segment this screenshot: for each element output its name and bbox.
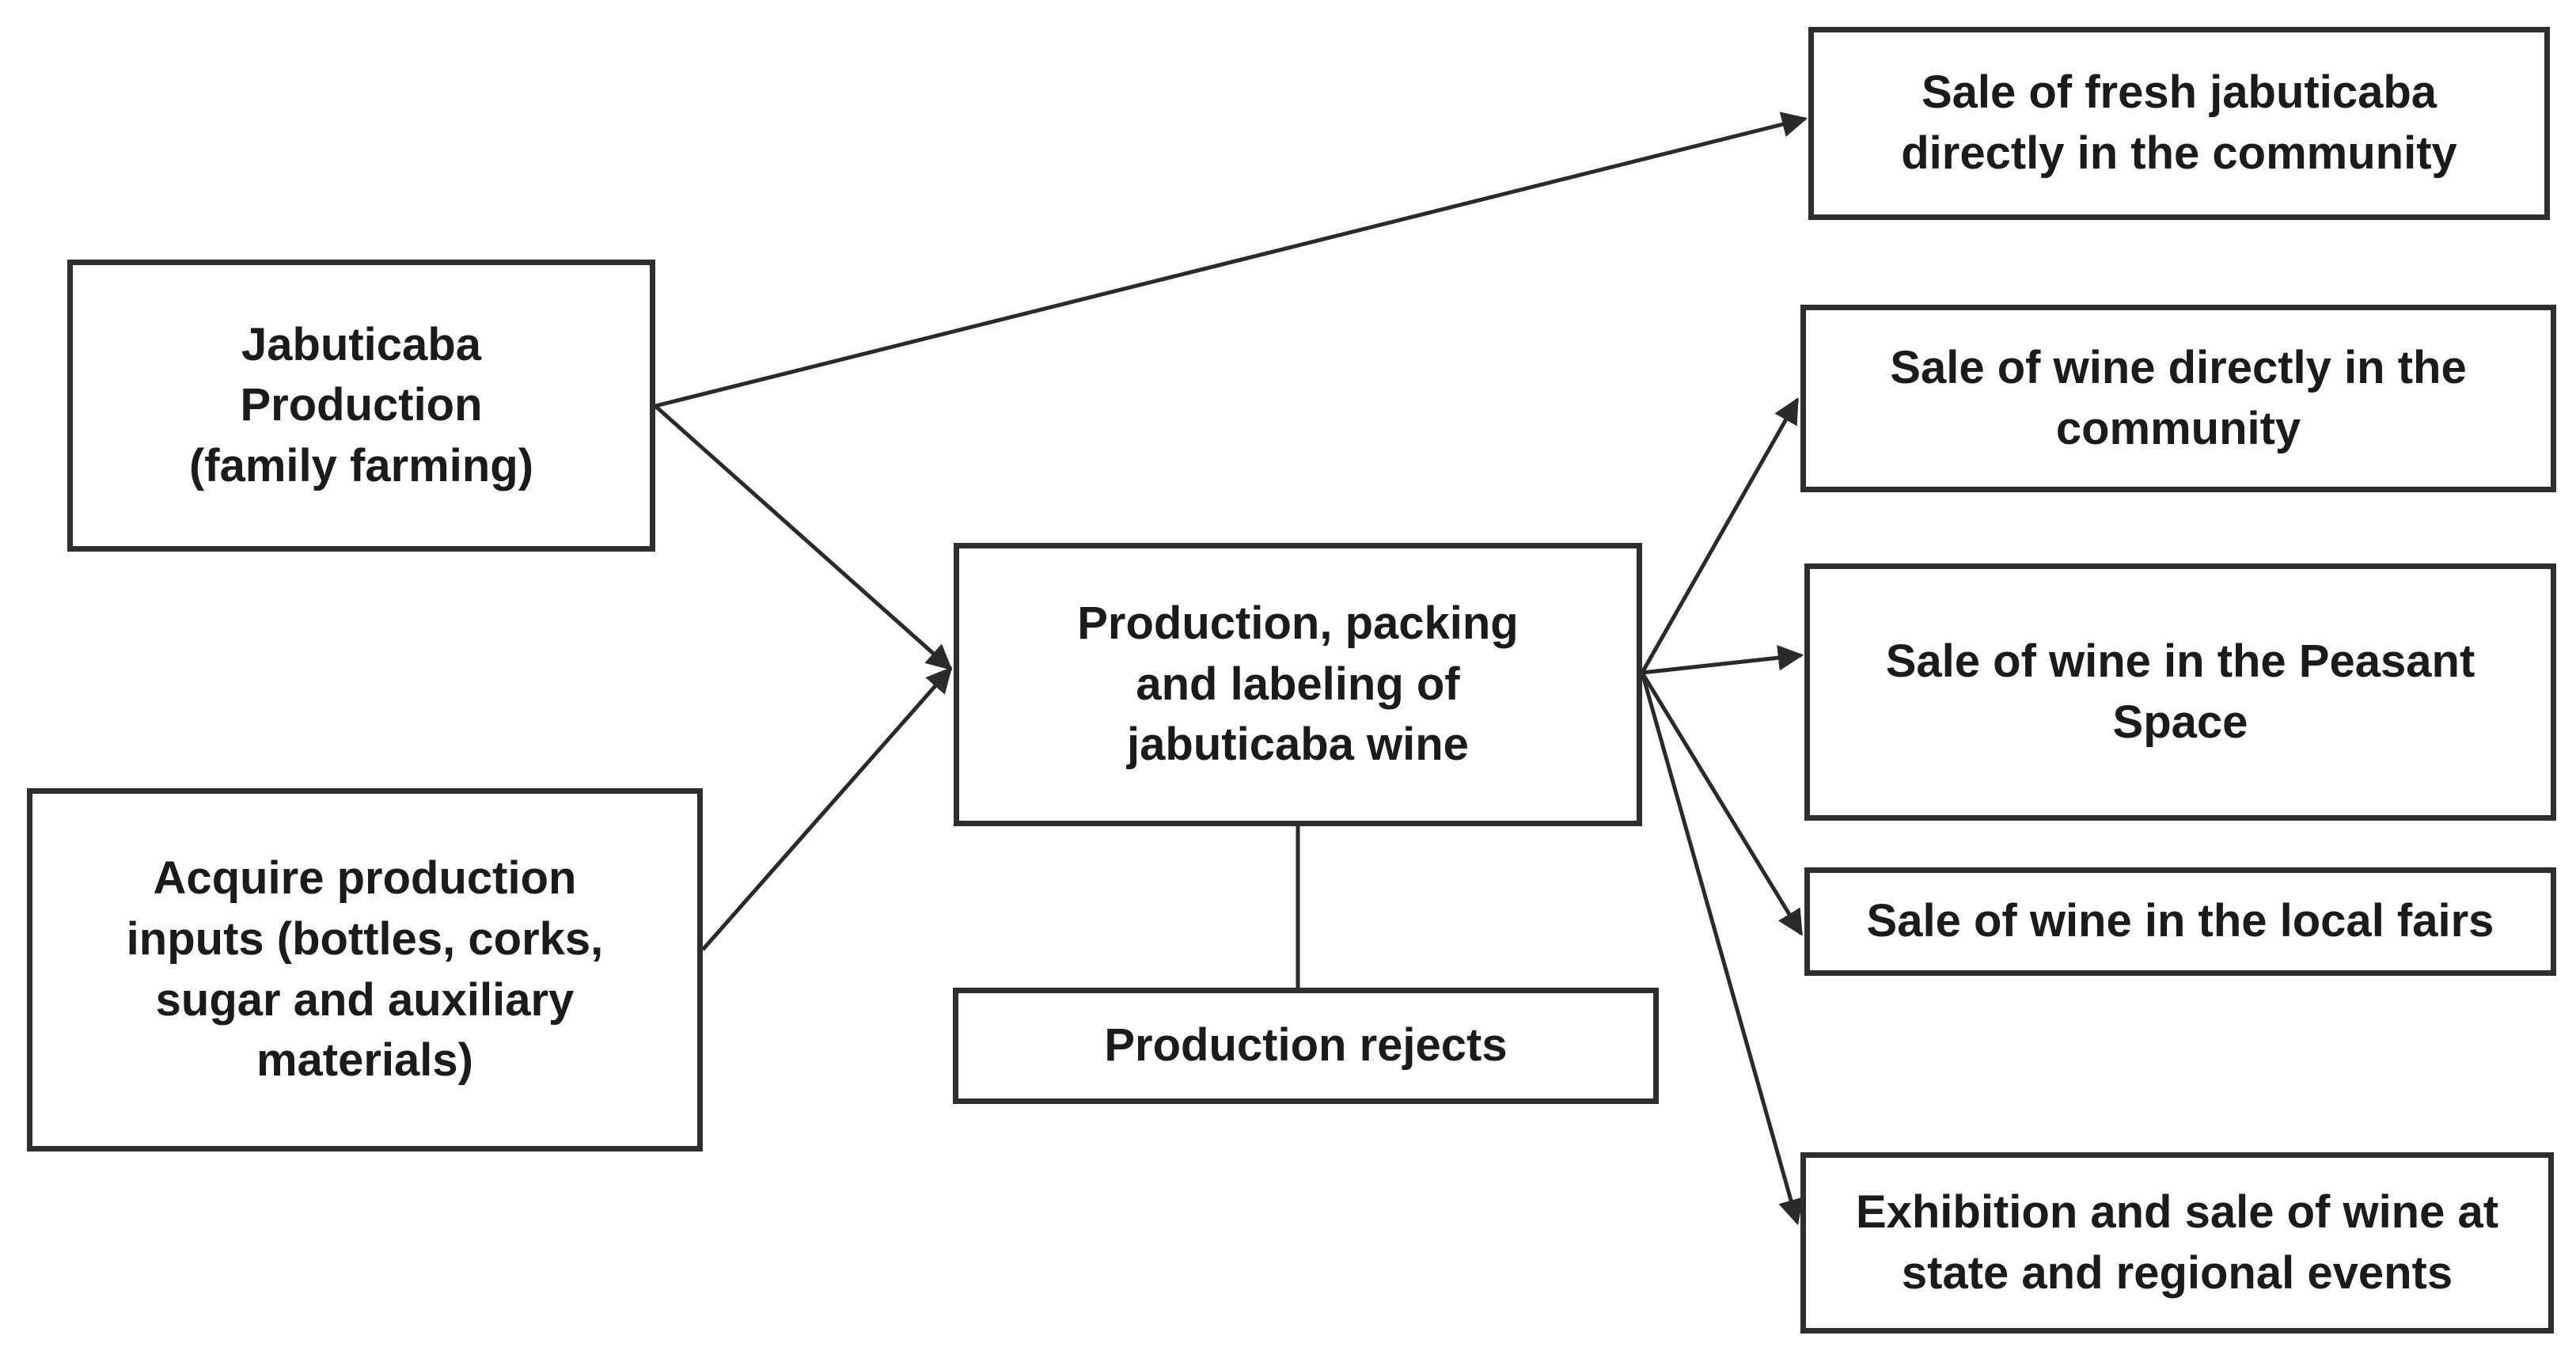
arrow-production-to-exhibition: [1640, 672, 1804, 1226]
node-acquire-production-inputs: Acquire production inputs (bottles, cork…: [27, 788, 703, 1151]
node-production-rejects: Production rejects: [953, 988, 1659, 1104]
arrow-production-to-peasant-space: [1641, 645, 1804, 675]
arrow-production-to-local-fairs: [1640, 671, 1804, 936]
node-sale-wine-community: Sale of wine directly in the community: [1800, 305, 2556, 492]
node-exhibition-sale-wine: Exhibition and sale of wine at state and…: [1800, 1152, 2554, 1334]
arrow-jabuticaba-to-production: [654, 404, 953, 671]
arrow-jabuticaba-to-fresh-sale: [654, 112, 1808, 408]
node-sale-wine-local-fairs: Sale of wine in the local fairs: [1804, 867, 2556, 976]
node-sale-wine-peasant-space: Sale of wine in the Peasant Space: [1804, 563, 2556, 821]
node-production-packing-labeling: Production, packing and labeling of jabu…: [954, 543, 1642, 826]
node-sale-fresh-jabuticaba: Sale of fresh jabuticaba directly in the…: [1808, 27, 2550, 220]
arrow-inputs-to-production: [701, 666, 953, 951]
node-jabuticaba-production: Jabuticaba Production (family farming): [67, 260, 655, 552]
arrow-production-to-community-sale: [1640, 397, 1800, 674]
